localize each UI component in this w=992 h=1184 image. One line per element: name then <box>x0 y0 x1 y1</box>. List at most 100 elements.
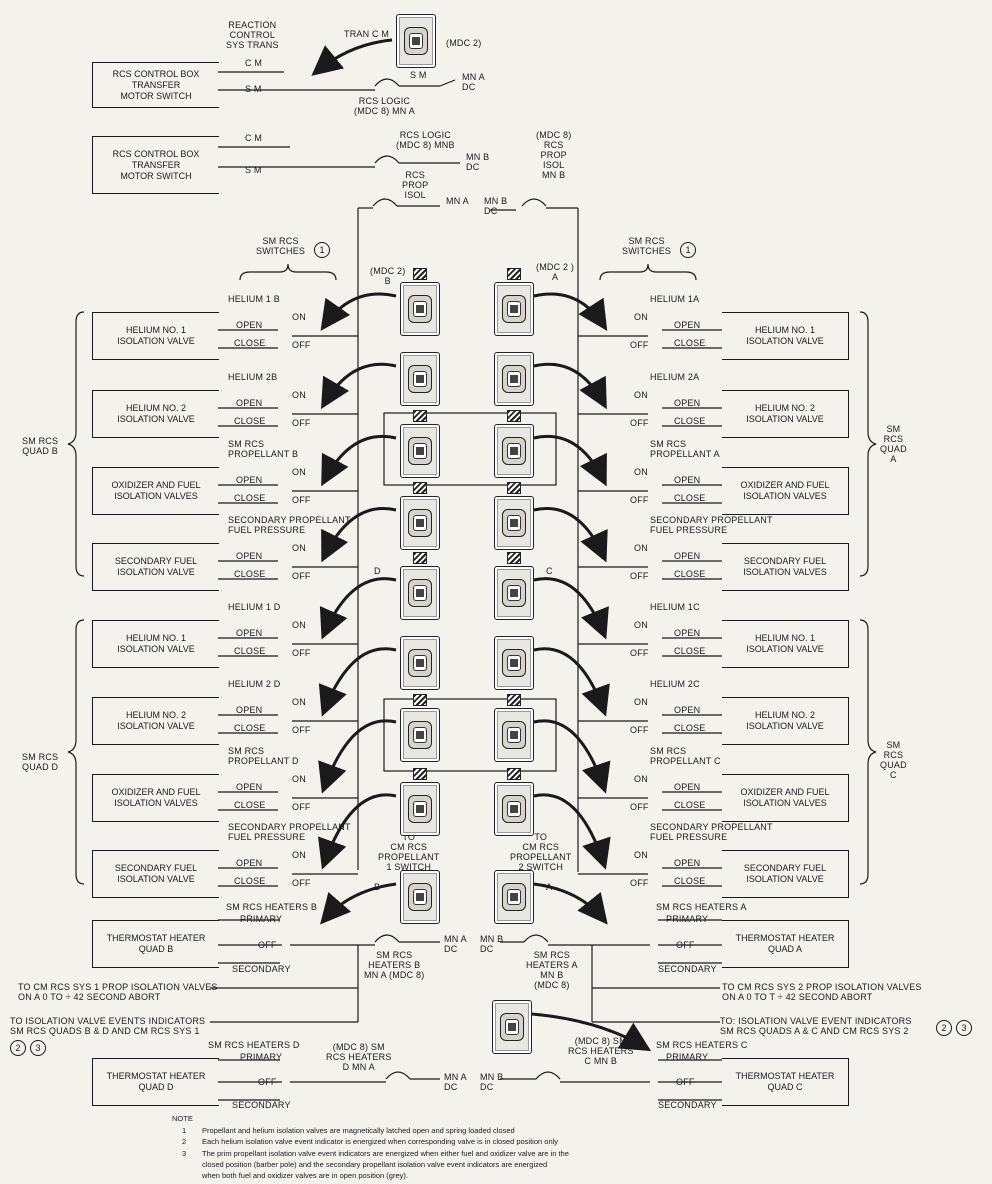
open-label: OPEN <box>236 782 263 792</box>
valve-switch-left[interactable] <box>400 352 440 406</box>
close-label: CLOSE <box>674 338 706 348</box>
heaters-b-mn: MN A DC <box>444 934 467 954</box>
open-label: OPEN <box>236 320 263 330</box>
heaters-a-mn: MN B DC <box>480 934 504 954</box>
valve-switch-right[interactable] <box>494 636 534 690</box>
toggle-knob-icon <box>408 509 432 537</box>
pointer-arrow-icon <box>319 577 397 640</box>
valve-switch-left[interactable] <box>400 424 440 478</box>
valve-box-right: SECONDARY FUEL ISOLATION VALVES <box>722 543 849 591</box>
open-label: OPEN <box>236 551 263 561</box>
heater-switch-b[interactable] <box>400 870 440 924</box>
off-label: OFF <box>292 340 311 350</box>
open-label: OPEN <box>236 475 263 485</box>
off-label: OFF <box>292 418 311 428</box>
valve-box-left: OXIDIZER AND FUEL ISOLATION VALVES <box>92 774 219 822</box>
note-1-num: 1 <box>182 1126 187 1135</box>
rcs-control-box-2: RCS CONTROL BOX TRANSFER MOTOR SWITCH <box>92 136 219 194</box>
heaters-a-cb: SM RCS HEATERS A MN B (MDC 8) <box>526 950 578 990</box>
valve-switch-right[interactable] <box>494 282 534 336</box>
open-label: OPEN <box>674 782 701 792</box>
open-label: OPEN <box>674 475 701 485</box>
toggle-knob-icon <box>408 295 432 323</box>
valve-switch-right[interactable] <box>494 782 534 836</box>
pointer-arrow-icon <box>311 38 393 76</box>
heater-switch-c[interactable] <box>492 1000 532 1054</box>
on-label: ON <box>292 312 306 322</box>
valve-switch-right[interactable] <box>494 566 534 620</box>
valve-switch-left[interactable] <box>400 496 440 550</box>
off-label: OFF <box>630 495 649 505</box>
sm-switch-label: S M <box>410 70 427 80</box>
event-indicator-icon <box>413 482 427 494</box>
toggle-knob-icon <box>502 795 526 823</box>
heater-switch-a[interactable] <box>494 870 534 924</box>
valve-box-right: HELIUM NO. 2 ISOLATION VALVE <box>722 390 849 438</box>
switch-title-left: SM RCS PROPELLANT B <box>228 439 299 459</box>
valve-switch-left[interactable] <box>400 708 440 762</box>
valve-box-left: HELIUM NO. 1 ISOLATION VALVE <box>92 620 219 668</box>
pointer-arrow-icon <box>320 362 397 410</box>
thermostat-quad-a: THERMOSTAT HEATER QUAD A <box>722 920 849 968</box>
on-label: ON <box>634 620 648 630</box>
mn-a-label: MN A <box>446 196 469 206</box>
sm-rcs-switches-left: SM RCS SWITCHES <box>256 236 306 256</box>
switch-title-right: HELIUM 2C <box>650 679 700 689</box>
rcs-trans-switch[interactable] <box>396 14 436 68</box>
valve-box-right: OXIDIZER AND FUEL ISOLATION VALVES <box>722 774 849 822</box>
event-indicator-icon <box>413 768 427 780</box>
heaters-a-secondary: SECONDARY <box>658 964 717 974</box>
heaters-c-cb: (MDC 8) SM RCS HEATERS C MN B <box>568 1036 634 1066</box>
on-label: ON <box>292 697 306 707</box>
note-heading: NOTE <box>172 1114 193 1123</box>
valve-box-right: HELIUM NO. 2 ISOLATION VALVE <box>722 697 849 745</box>
note-3-marker-left: 3 <box>30 1040 46 1056</box>
valve-box-right: OXIDIZER AND FUEL ISOLATION VALVES <box>722 467 849 515</box>
switch-title-left: SECONDARY PROPELLANT FUEL PRESSURE <box>228 515 351 535</box>
close-label: CLOSE <box>674 493 706 503</box>
pointer-arrow-icon <box>318 647 397 717</box>
on-label: ON <box>634 467 648 477</box>
heaters-d-title: SM RCS HEATERS D <box>208 1040 300 1050</box>
valve-box-left: SECONDARY FUEL ISOLATION VALVE <box>92 543 219 591</box>
toggle-knob-icon <box>408 649 432 677</box>
sm-label: S M <box>245 84 262 94</box>
switch-title-right: HELIUM 2A <box>650 372 700 382</box>
valve-switch-right[interactable] <box>494 352 534 406</box>
note-2-marker-left: 2 <box>10 1040 26 1056</box>
on-label: ON <box>634 543 648 553</box>
pointer-arrow-icon <box>533 882 608 925</box>
off-label: OFF <box>292 648 311 658</box>
close-label: CLOSE <box>234 338 266 348</box>
pointer-arrow-icon <box>531 1012 652 1052</box>
toggle-knob-icon <box>408 795 432 823</box>
close-label: CLOSE <box>674 646 706 656</box>
valve-switch-right[interactable] <box>494 424 534 478</box>
toggle-knob-icon <box>408 579 432 607</box>
on-label: ON <box>292 850 306 860</box>
sm-label-2: S M <box>245 165 262 175</box>
note-2-text: Each helium isolation valve event indica… <box>202 1137 559 1146</box>
quad-a-label: SM RCS QUAD A <box>880 424 907 464</box>
off-label: OFF <box>292 725 311 735</box>
switch-title-right: SM RCS PROPELLANT A <box>650 439 720 459</box>
toggle-knob-icon <box>502 579 526 607</box>
event-indicator-icon <box>413 552 427 564</box>
valve-box-left: HELIUM NO. 2 ISOLATION VALVE <box>92 390 219 438</box>
valve-switch-left[interactable] <box>400 566 440 620</box>
rcs-control-box-1: RCS CONTROL BOX TRANSFER MOTOR SWITCH <box>92 62 219 108</box>
heaters-b-secondary: SECONDARY <box>232 964 291 974</box>
valve-box-left: OXIDIZER AND FUEL ISOLATION VALVES <box>92 467 219 515</box>
toggle-knob-icon <box>408 721 432 749</box>
event-indicator-icon <box>507 552 521 564</box>
close-label: CLOSE <box>234 569 266 579</box>
valve-switch-right[interactable] <box>494 708 534 762</box>
valve-switch-left[interactable] <box>400 782 440 836</box>
toggle-knob-icon <box>502 295 526 323</box>
valve-switch-right[interactable] <box>494 496 534 550</box>
valve-switch-left[interactable] <box>400 636 440 690</box>
event-indicator-icon <box>413 694 427 706</box>
valve-switch-left[interactable] <box>400 282 440 336</box>
heaters-c-off: OFF <box>676 1077 695 1087</box>
a-label: A <box>546 882 553 892</box>
